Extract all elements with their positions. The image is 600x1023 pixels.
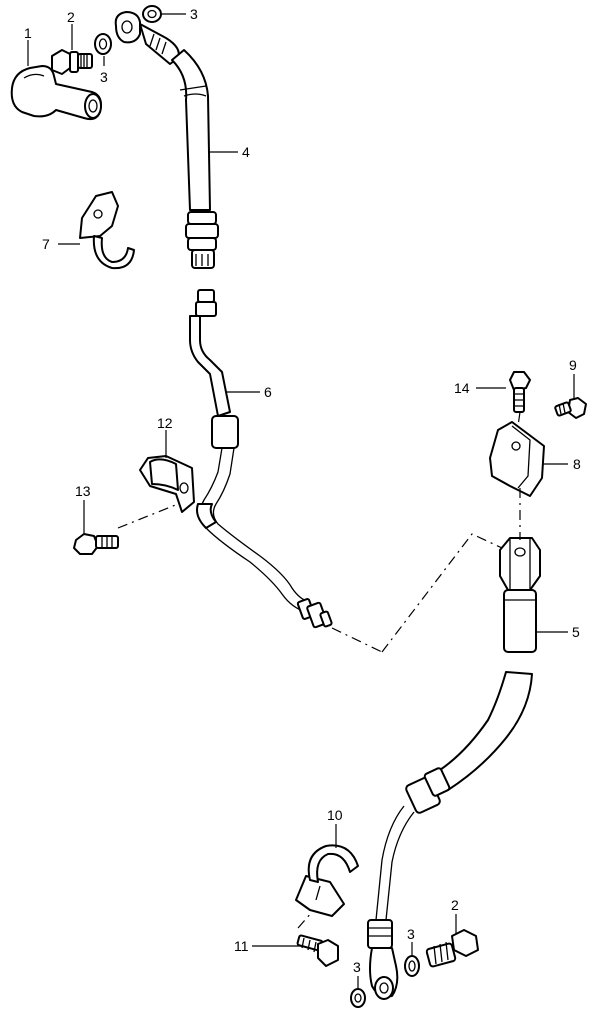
part-3-washer-top-b xyxy=(142,5,162,23)
part-4-brake-hose-upper xyxy=(114,11,219,269)
callout-2-bottom: 2 xyxy=(451,897,459,913)
callout-3-top-left: 3 xyxy=(100,69,108,85)
callout-11: 11 xyxy=(234,938,249,954)
callout-1: 1 xyxy=(24,25,32,41)
leader-lines xyxy=(27,13,575,990)
callout-3-top-right: 3 xyxy=(190,6,198,22)
callout-4: 4 xyxy=(242,144,250,160)
callout-14: 14 xyxy=(454,380,470,396)
assembly-lines xyxy=(117,411,521,929)
callout-8: 8 xyxy=(573,456,581,472)
part-3-washer-bottom-a xyxy=(404,955,420,977)
callout-13: 13 xyxy=(75,483,91,499)
callout-12: 12 xyxy=(157,415,173,431)
part-2-banjo-bolt-bottom xyxy=(425,929,479,968)
part-13-bolt xyxy=(73,533,119,555)
part-3-washer-bottom-b xyxy=(350,988,366,1008)
part-8-bracket xyxy=(489,421,545,497)
callout-9: 9 xyxy=(569,357,577,373)
callout-3-bottom-left: 3 xyxy=(353,959,361,975)
part-7-hose-clip xyxy=(79,191,135,270)
part-14-bolt xyxy=(509,371,531,413)
part-12-bracket xyxy=(139,455,195,513)
callout-labels: 1 2 3 3 4 7 6 14 9 12 8 13 5 10 3 2 11 3 xyxy=(24,6,581,975)
part-1-hose-cover xyxy=(10,65,102,121)
callout-5: 5 xyxy=(572,624,580,640)
part-6-brake-pipe xyxy=(189,289,333,629)
part-5-brake-hose-lower xyxy=(367,537,541,1000)
callout-2-top: 2 xyxy=(67,9,75,25)
callout-6: 6 xyxy=(264,384,272,400)
part-11-bolt xyxy=(296,934,339,967)
callout-10: 10 xyxy=(327,807,343,823)
part-3-washer-top-a xyxy=(94,33,112,55)
callout-7: 7 xyxy=(42,236,50,252)
part-10-clamp xyxy=(295,844,359,917)
part-2-banjo-bolt-top xyxy=(51,49,93,75)
part-9-bolt xyxy=(554,397,587,419)
callout-3-bottom-mid: 3 xyxy=(407,926,415,942)
